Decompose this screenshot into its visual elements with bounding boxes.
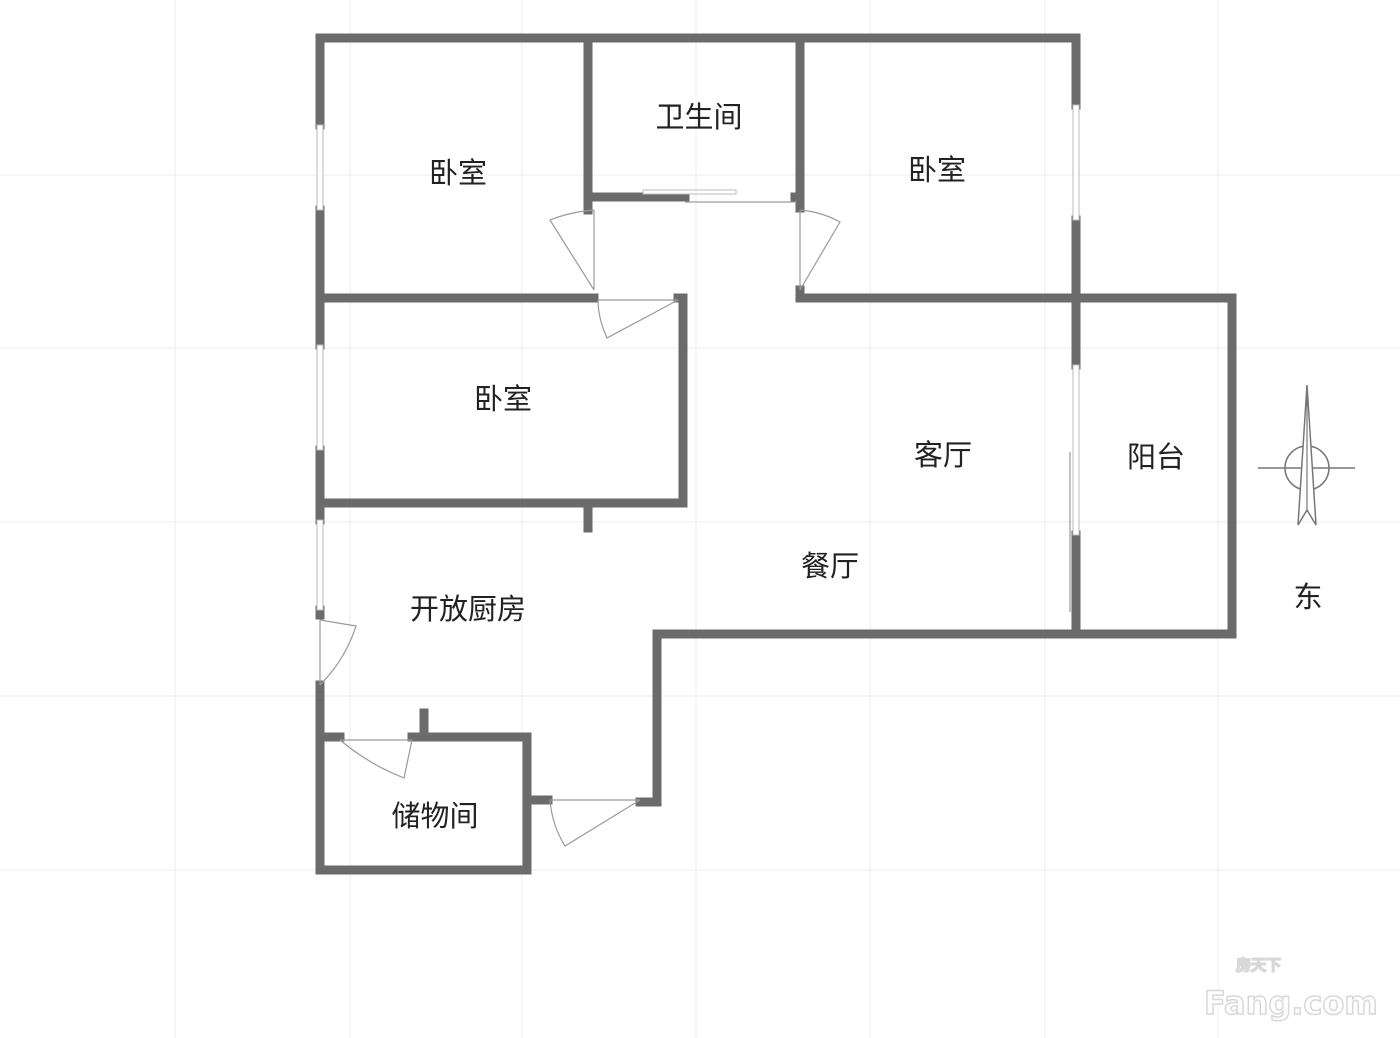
room-label-storage: 储物间 xyxy=(391,799,478,833)
watermark-brand-cn: 房天下 xyxy=(1236,956,1281,974)
watermark-brand: Fang.com xyxy=(1204,984,1378,1022)
room-label-bedroom-ne: 卧室 xyxy=(908,153,966,187)
room-label-bedroom-nw: 卧室 xyxy=(429,156,487,190)
compass-icon xyxy=(1258,384,1355,526)
room-label-dining-room: 餐厅 xyxy=(801,549,859,583)
compass-direction-label: 东 xyxy=(1293,580,1322,614)
room-label-balcony: 阳台 xyxy=(1127,440,1185,474)
watermark-logo: 房天下 Fang.com xyxy=(1203,955,1378,1023)
walls xyxy=(315,33,1237,875)
room-label-bedroom-w: 卧室 xyxy=(474,382,532,416)
windows-and-doors xyxy=(316,104,1080,847)
room-label-living-room: 客厅 xyxy=(914,438,972,472)
room-label-open-kitchen: 开放厨房 xyxy=(410,592,526,626)
room-label-bathroom: 卫生间 xyxy=(655,100,742,134)
